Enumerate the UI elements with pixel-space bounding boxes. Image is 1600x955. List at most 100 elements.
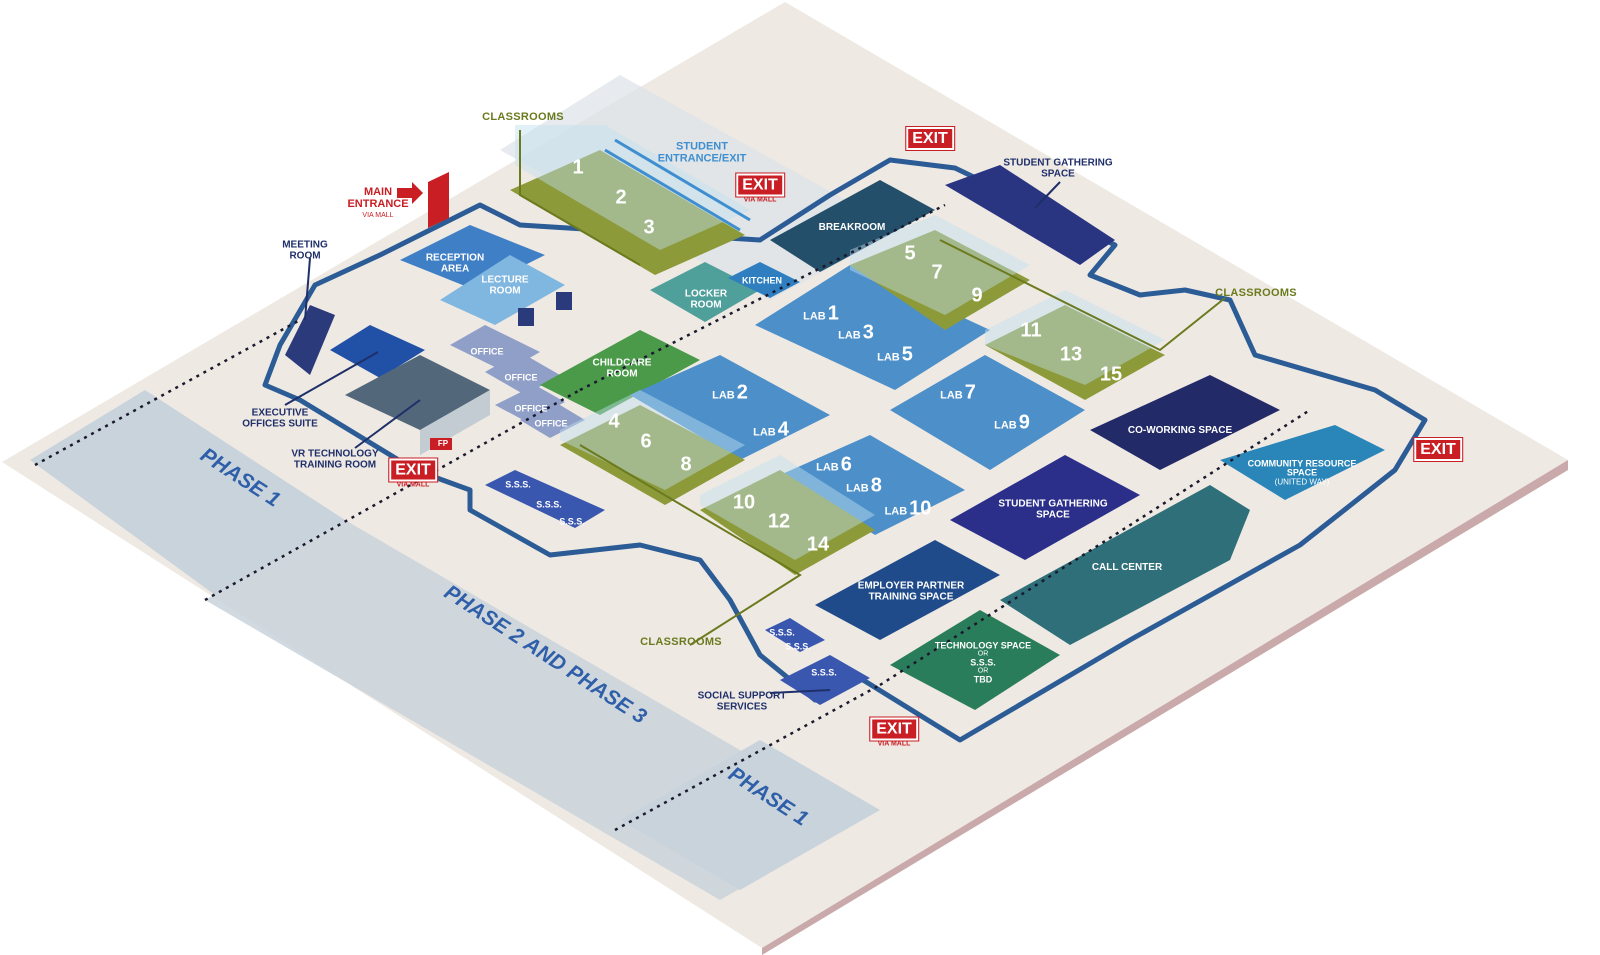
classroom-number: 4 [608,410,620,433]
classroom-number: 12 [767,510,791,533]
vr-room-top[interactable] [345,355,490,430]
classroom-number: 6 [640,430,652,453]
classrooms-callout-right: CLASSROOMS [1215,287,1297,300]
classroom-number: 5 [904,242,916,265]
lecture-room[interactable] [440,255,565,325]
classroom-number: 2 [615,186,627,209]
office-label-1: OFFICE [470,346,504,357]
classroom-4-8[interactable] [560,405,745,505]
classroom-number: 10 [732,491,756,514]
reception-area[interactable] [400,225,545,290]
fp-label: FP [437,438,449,448]
meeting-room[interactable] [285,305,335,375]
breakroom-label: BREAKROOM [818,221,886,233]
lab-block-6810[interactable] [780,435,965,535]
kitchen-label: KITCHEN [742,275,782,286]
sss-label-4: S.S.S. [769,627,795,638]
employer-space[interactable] [815,540,1000,640]
classrooms-callout-top: CLASSROOMS [482,111,564,124]
sss-label-6: S.S.S. [811,667,837,678]
phase1-band-left [30,390,345,595]
sss-label-3: S.S.S. [559,516,585,527]
office-3[interactable] [495,385,565,422]
callout-lines [519,130,1226,646]
lab-block-24[interactable] [630,355,830,460]
classroom-5-9[interactable] [850,230,1030,330]
classroom-11-15[interactable] [985,305,1165,400]
restroom-icon [556,292,572,310]
restroom-icon [518,308,534,326]
sss-label-1: S.S.S. [505,479,531,490]
office-4[interactable] [520,402,585,438]
student-entrance-arrows [604,138,751,232]
office-label-3: OFFICE [514,403,548,414]
exit-door-icon [428,172,449,228]
call-center[interactable] [1000,485,1250,645]
office-label-4: OFFICE [534,418,568,429]
sss-block-1[interactable] [485,470,605,528]
community-space[interactable] [1220,425,1385,500]
sgs-center[interactable] [950,455,1140,560]
phase1-band-right [620,740,880,890]
classroom-number: 13 [1059,343,1083,366]
exit-sign-top: EXIT [905,126,955,151]
classroom-10-14[interactable] [700,470,875,575]
tech-space[interactable] [890,610,1060,710]
coworking-label: CO-WORKING SPACE [1127,424,1233,436]
classroom-number: 7 [931,261,943,284]
classroom-1-3[interactable] [510,150,745,275]
ground-plate-edge [762,460,1568,955]
classroom-4-8-glass [560,390,745,490]
arrow-right-icon [397,182,423,204]
classroom-number: 14 [806,533,830,556]
sss-block-2[interactable] [765,618,825,652]
classroom-number: 9 [971,284,983,307]
classroom-5-9-glass [850,215,1030,315]
lab-block-79[interactable] [890,355,1085,470]
callout-lines-navy [284,181,1061,694]
fp-marker [430,438,452,450]
breakroom[interactable] [770,180,935,272]
phase-divider-lines [34,203,1311,832]
sss-label-2: S.S.S. [536,499,562,510]
classroom-10-14-glass [700,455,875,560]
coworking-space[interactable] [1090,375,1280,470]
sgs-top[interactable] [945,165,1115,265]
childcare-room[interactable] [540,330,700,415]
classroom-number: 3 [643,216,655,239]
classroom-number: 1 [572,156,584,179]
office-label-2: OFFICE [504,372,538,383]
sss-label-5: S.S.S. [785,641,811,652]
building-outline [262,157,1428,743]
sss-block-3[interactable] [780,655,870,705]
lab-block-135[interactable] [755,265,990,390]
exit-sign-right: EXIT [1413,437,1463,462]
office-2[interactable] [485,352,560,395]
classroom-number: 8 [680,453,692,476]
